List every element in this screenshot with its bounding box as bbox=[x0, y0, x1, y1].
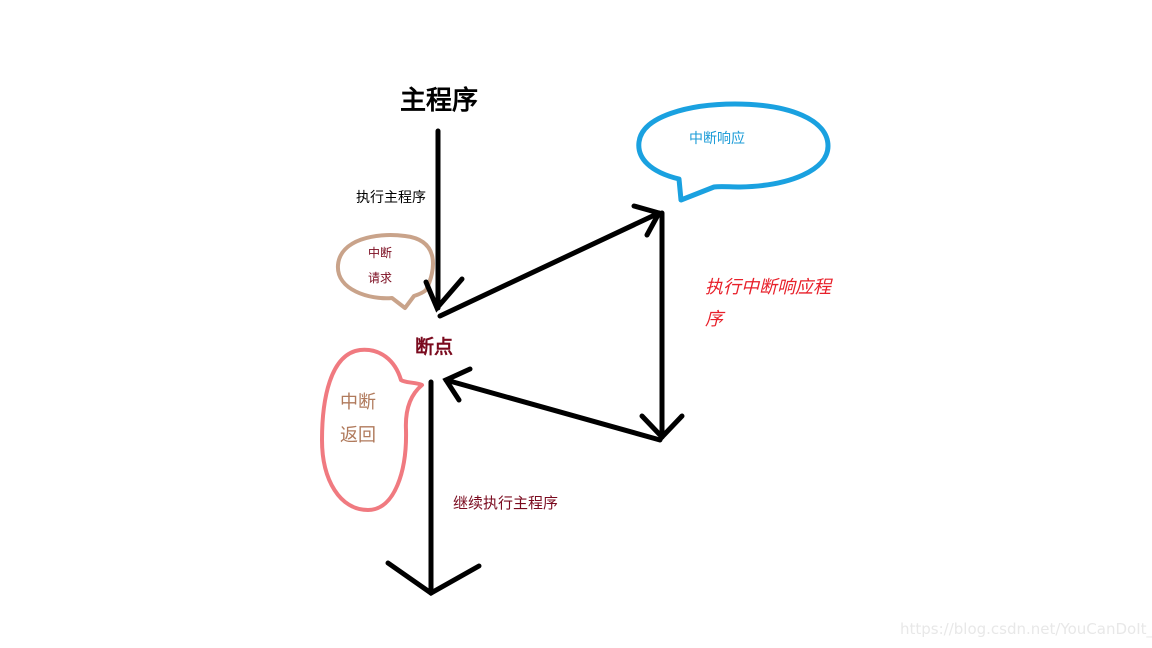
interrupt-return-bubble bbox=[320, 347, 424, 512]
arrow-breakpoint-to-response bbox=[437, 210, 662, 319]
arrow-return-to-breakpoint bbox=[443, 377, 663, 443]
interrupt-response-bubble bbox=[636, 101, 831, 203]
interrupt-request-line1: 中断 bbox=[368, 246, 393, 260]
interrupt-return-line1: 中断 bbox=[340, 392, 376, 413]
interrupt-request-line2: 请求 bbox=[368, 271, 393, 285]
breakpoint-label: 断点 bbox=[415, 336, 454, 358]
watermark: https://blog.csdn.net/YouCanDoIt_ bbox=[900, 620, 1152, 638]
exec-response-line1: 执行中断响应程 bbox=[705, 277, 831, 298]
continue-main-label: 继续执行主程序 bbox=[453, 494, 559, 512]
exec-response-line2: 序 bbox=[705, 309, 723, 330]
main-program-title: 主程序 bbox=[400, 86, 479, 116]
exec-main-label: 执行主程序 bbox=[356, 190, 426, 206]
arrows bbox=[385, 128, 685, 596]
interrupt-response-label: 中断响应 bbox=[689, 131, 745, 147]
interrupt-request-bubble bbox=[335, 233, 436, 310]
interrupt-return-line2: 返回 bbox=[340, 425, 376, 446]
